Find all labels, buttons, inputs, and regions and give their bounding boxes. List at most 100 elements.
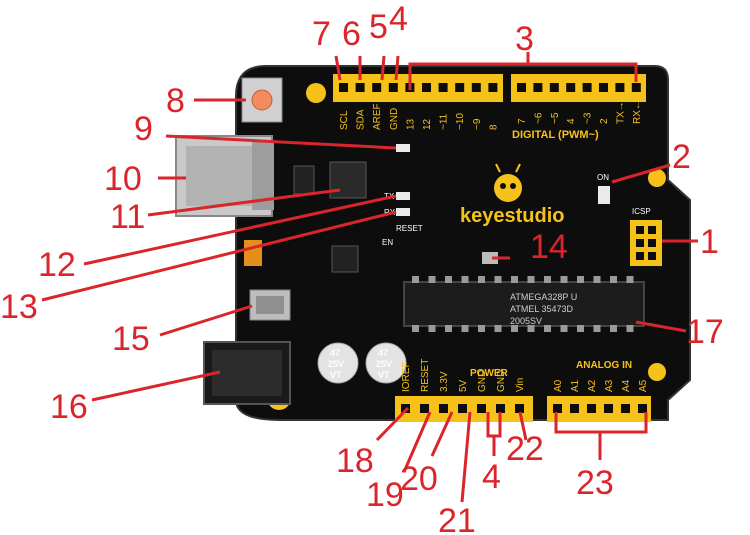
power-pin-label: 5V [458,379,469,392]
chip-pin [577,276,584,283]
callout-16: 16 [50,388,88,426]
analog-label: ANALOG IN [576,360,632,371]
header-pin-hole [549,83,559,92]
header-pin-hole [455,83,465,92]
chip-pin [610,325,617,332]
digital-pin-label: ~3 [583,112,594,124]
chip-line-3: 2005SV [510,316,542,326]
top-pin-label: GND [389,108,400,130]
led-tx [396,192,410,200]
top-pin-label: AREF [372,103,383,130]
usb-chip [329,161,367,199]
chip-pin [527,276,535,283]
callout-4: 4 [389,0,408,38]
power-pin-label: GND [496,370,507,392]
callout-11: 11 [110,198,145,236]
chip-line-2: ATMEL 35473D [510,304,574,314]
callout-18: 18 [336,442,374,480]
power-header [395,396,533,422]
callout-9: 9 [134,110,153,148]
callout-15: 15 [112,320,150,358]
chip-pin [494,325,502,332]
callout-1: 1 [700,223,719,261]
top-pin-label: 13 [405,118,416,130]
chip-pin [494,276,502,283]
chip-pin [445,276,452,283]
voltage-regulator [249,289,291,321]
icsp-header [630,220,662,266]
power-pin-label: GND [477,370,488,392]
power-pin-label: IOREF [401,361,412,392]
power-pin-label: RESET [420,359,431,392]
digital-pin-label: ~5 [550,112,561,124]
header-pin-hole [496,404,505,413]
header-pin-hole [631,83,641,92]
callout-12: 12 [38,246,76,284]
analog-pin-label: A4 [621,379,632,392]
header-pin-hole [438,83,448,92]
chip-pin [412,276,419,283]
header-pin-hole [515,404,524,413]
fuse [244,240,262,266]
power-label: POWER [470,368,509,379]
header-pin-hole [471,83,481,92]
en-label: EN [382,238,393,247]
callout-22: 22 [506,430,544,468]
chip-pin [593,325,601,332]
header-pin-hole [621,404,630,413]
led-rx [396,208,410,216]
chip-pin [544,276,551,283]
header-pin-hole [604,404,613,413]
svg-text:25V: 25V [376,359,392,369]
callout-3: 3 [515,20,534,58]
callout-21: 21 [438,502,476,535]
digital-pin-label: ~6 [533,112,544,124]
callout-4-power: 4 [482,458,501,496]
header-pin-hole [488,83,498,92]
callout-numbers: 1 2 3 4 5 6 7 8 9 10 11 12 13 14 15 16 1… [0,0,724,535]
callout-17: 17 [686,313,724,351]
analog-pin-label: A5 [638,379,649,392]
capacitor: 47 25V VT [317,342,359,384]
analog-header [547,396,651,422]
callout-13: 13 [0,288,38,326]
chip-pin [461,276,469,283]
svg-text:VT: VT [330,370,342,380]
mounting-hole [648,363,666,381]
chip-pin [593,276,601,283]
usb-port [175,135,274,217]
svg-text:47: 47 [330,348,340,358]
digital-pin-label: RX←0 [632,94,643,124]
small-ic [331,245,359,273]
chip-pin [428,325,436,332]
crystal-oscillator [482,252,498,264]
callout-5: 5 [369,8,388,46]
callout-10: 10 [104,160,142,198]
top-pin-label: ~9 [472,118,483,130]
keyestudio-logo [494,163,522,202]
top-pin-label: 12 [422,118,433,130]
power-pin-label: Vin [515,378,526,392]
chip-pin [577,325,584,332]
svg-text:VT: VT [378,370,390,380]
callout-7: 7 [312,15,331,53]
chip-pin [626,325,634,332]
svg-text:25V: 25V [328,359,344,369]
top-pin-label: SCL [339,110,350,130]
led-l [396,144,410,152]
header-pin-hole [587,404,596,413]
icsp-label: ICSP [632,207,651,216]
on-label: ON [597,173,609,182]
analog-pin-label: A1 [570,379,581,392]
chip-pin [544,325,551,332]
header-pin-hole [420,404,429,413]
chip-pin [610,276,617,283]
callout-14: 14 [530,228,568,266]
header-pin-hole [458,404,467,413]
callout-20: 20 [400,460,438,498]
digital-pin-label: TX→1 [615,95,626,124]
